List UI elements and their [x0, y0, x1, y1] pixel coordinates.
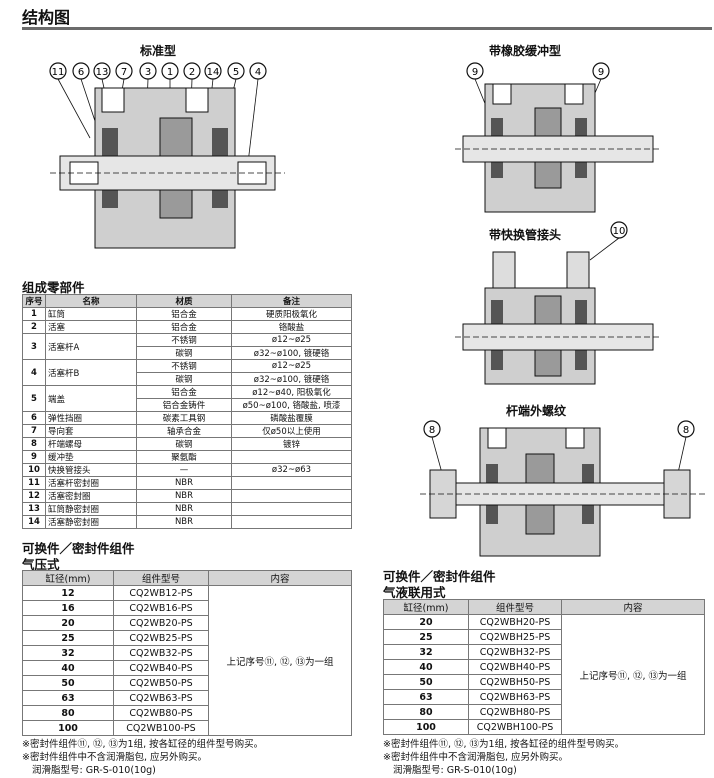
- svg-text:6: 6: [78, 67, 84, 78]
- svg-text:9: 9: [598, 67, 604, 78]
- svg-text:1: 1: [167, 67, 173, 78]
- parts-heading: 组成零部件: [22, 280, 85, 295]
- svg-text:2: 2: [189, 67, 195, 78]
- col-no: 序号: [22, 294, 46, 308]
- fitting-caption: 带快换管接头: [489, 228, 562, 242]
- svg-text:10: 10: [613, 226, 626, 237]
- standard-caption: 标准型: [140, 44, 177, 58]
- thread-diagram: 8 8: [420, 420, 705, 557]
- col-bore: 缸径(mm): [22, 570, 114, 586]
- air-subheading: 气压式: [22, 557, 60, 572]
- col-note: 备注: [231, 294, 352, 308]
- kits-heading-hydro: 可换件／密封件组件: [383, 569, 496, 584]
- title-rule: [22, 27, 712, 30]
- thread-caption: 杆端外螺纹: [506, 404, 567, 418]
- col-material: 材质: [136, 294, 232, 308]
- air-notes: ※密封件组件⑪, ⑫, ⑬为1组, 按各缸径的组件型号购买。 ※密封件组件中不含…: [22, 739, 264, 776]
- col-content: 内容: [208, 570, 352, 586]
- page-title: 结构图: [22, 8, 71, 27]
- fitting-diagram: 10: [455, 221, 660, 385]
- air-content: 上记序号⑪, ⑫, ⑬为一组: [208, 585, 352, 736]
- hydro-subheading: 气液联用式: [383, 585, 446, 600]
- col-content: 内容: [561, 599, 705, 615]
- svg-text:9: 9: [472, 67, 478, 78]
- rubber-caption: 带橡胶缓冲型: [489, 44, 562, 58]
- svg-text:11: 11: [52, 67, 65, 78]
- hydro-notes: ※密封件组件⑪, ⑫, ⑬为1组, 按各缸径的组件型号购买。 ※密封件组件中不含…: [383, 739, 625, 776]
- hydro-content: 上记序号⑪, ⑫, ⑬为一组: [561, 614, 705, 735]
- svg-text:13: 13: [96, 67, 109, 78]
- svg-text:8: 8: [429, 425, 435, 436]
- svg-text:5: 5: [233, 67, 239, 78]
- svg-text:14: 14: [207, 67, 220, 78]
- col-model: 组件型号: [113, 570, 209, 586]
- svg-text:8: 8: [683, 425, 689, 436]
- kits-heading-air: 可换件／密封件组件: [22, 541, 135, 556]
- svg-text:3: 3: [145, 67, 151, 78]
- col-name: 名称: [45, 294, 137, 308]
- callouts: [49, 62, 267, 80]
- col-bore: 缸径(mm): [383, 599, 469, 615]
- svg-text:7: 7: [121, 67, 127, 78]
- col-model: 组件型号: [468, 599, 562, 615]
- rubber-diagram: 9 9: [455, 62, 660, 213]
- svg-text:4: 4: [255, 67, 261, 78]
- standard-diagram: 11 6 13 7 3 1 2 14 5 4: [49, 62, 285, 249]
